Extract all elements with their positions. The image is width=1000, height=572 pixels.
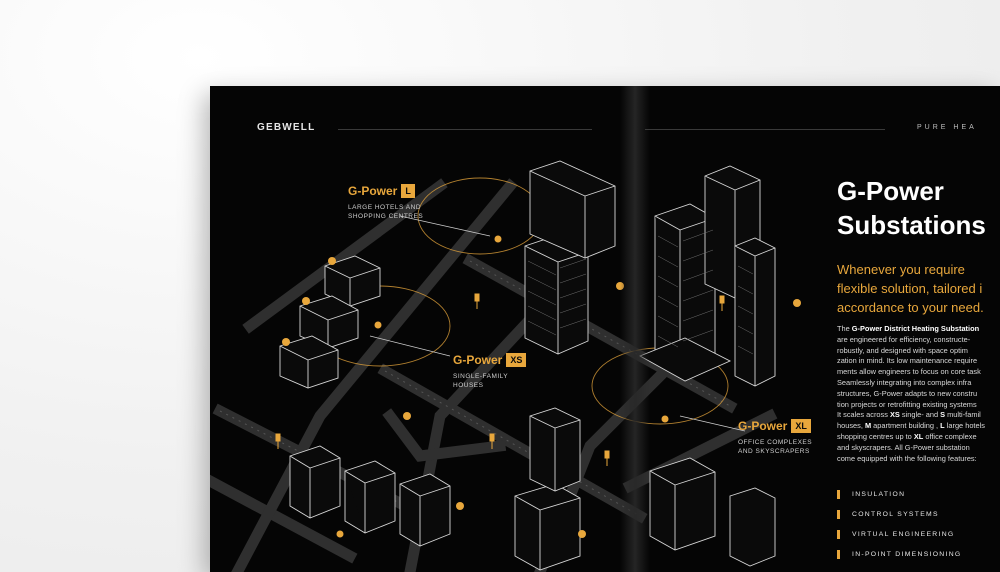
lamp-posts: [275, 293, 725, 466]
feature-label: VIRTUAL ENGINEERING: [852, 531, 955, 538]
body-line: zation in mind. Its low maintenance requ…: [837, 356, 978, 366]
article-subheading: Whenever you require flexible solution, …: [837, 260, 984, 317]
skyscrapers: [638, 165, 776, 387]
body-line: are engineered for efficiency, construct…: [837, 334, 971, 344]
feature-label: INSULATION: [852, 491, 906, 498]
road-centerlines: [219, 260, 731, 517]
feature-label: IN-POINT DIMENSIONING: [852, 551, 962, 558]
body-line: shopping centres up to XL office complex…: [837, 431, 977, 441]
substation-markers: [336, 235, 669, 538]
size-badge-xs: XS: [506, 353, 527, 367]
feature-marker: [837, 510, 840, 519]
header-rule: [338, 129, 592, 130]
small-houses: [279, 255, 381, 389]
skyscraper-window-grid: [657, 229, 754, 355]
midrise-building: [529, 407, 581, 492]
article-heading: G-Power Substations: [837, 174, 986, 242]
feature-item: IN-POINT DIMENSIONING: [837, 550, 962, 559]
heading-line-1: G-Power: [837, 176, 944, 206]
callout-g-power-l: G-Power L LARGE HOTELS AND SHOPPING CENT…: [348, 184, 440, 221]
feature-item: VIRTUAL ENGINEERING: [837, 530, 962, 539]
spine-gutter: [620, 86, 650, 572]
body-line: structures, G-Power adapts to new constr…: [837, 388, 978, 398]
feature-marker: [837, 550, 840, 559]
subheading-line-1: Whenever you require: [837, 262, 965, 277]
running-head: PURE HEA: [917, 124, 977, 131]
hotel-window-grid: [527, 258, 587, 336]
callout-description: LARGE HOTELS AND SHOPPING CENTRES: [348, 204, 424, 220]
heading-line-2: Substations: [837, 210, 986, 240]
body-line: It scales across XS single- and S multi-…: [837, 410, 981, 420]
body-line: Seamlessly integrating into complex infr…: [837, 377, 972, 387]
body-line: tion projects or retrofitting existing s…: [837, 399, 977, 409]
right-page: PURE HEA G-Power Substations Whenever yo…: [635, 86, 1000, 572]
row-houses: [289, 445, 776, 571]
feature-label: CONTROL SYSTEMS: [852, 511, 939, 518]
magazine-spread: GEBWELL: [210, 86, 1000, 572]
callout-g-power-xl: G-Power XL OFFICE COMPLEXES AND SKYSCRAP…: [738, 419, 818, 456]
callout-name: G-Power: [453, 353, 503, 367]
brand-logo: GEBWELL: [257, 122, 316, 133]
feature-item: CONTROL SYSTEMS: [837, 510, 962, 519]
subheading-line-2: flexible solution, tailored i: [837, 281, 983, 296]
feature-marker: [837, 530, 840, 539]
header-rule: [645, 129, 885, 130]
body-line: and skyscrapers. All G-Power substation: [837, 442, 970, 452]
hotel-tower: [524, 160, 616, 355]
left-page: GEBWELL: [210, 86, 635, 572]
body-line: ments allow engineers to focus on core t…: [837, 367, 981, 377]
callout-description: SINGLE-FAMILY HOUSES: [453, 373, 509, 389]
body-line: come equipped with the following feature…: [837, 453, 977, 463]
body-line: houses, M apartment building , L large h…: [837, 421, 985, 431]
callout-g-power-xs: G-Power XS SINGLE-FAMILY HOUSES: [453, 353, 527, 390]
feature-list: INSULATION CONTROL SYSTEMS VIRTUAL ENGIN…: [837, 490, 962, 570]
article-body: The G-Power District Heating Substation …: [837, 324, 985, 464]
city-illustration: [210, 160, 801, 572]
callout-name: G-Power: [348, 184, 398, 198]
body-line: robustly, and designed with space optim: [837, 345, 968, 355]
callout-name: G-Power: [738, 419, 788, 433]
size-badge-l: L: [401, 184, 415, 198]
callout-leaders: [369, 215, 746, 432]
size-badge-xl: XL: [791, 419, 811, 433]
callout-description: OFFICE COMPLEXES AND SKYSCRAPERS: [738, 439, 813, 455]
feature-marker: [837, 490, 840, 499]
subheading-line-3: accordance to your need.: [837, 300, 984, 315]
feature-item: INSULATION: [837, 490, 962, 499]
body-line: The G-Power District Heating Substation: [837, 324, 980, 333]
